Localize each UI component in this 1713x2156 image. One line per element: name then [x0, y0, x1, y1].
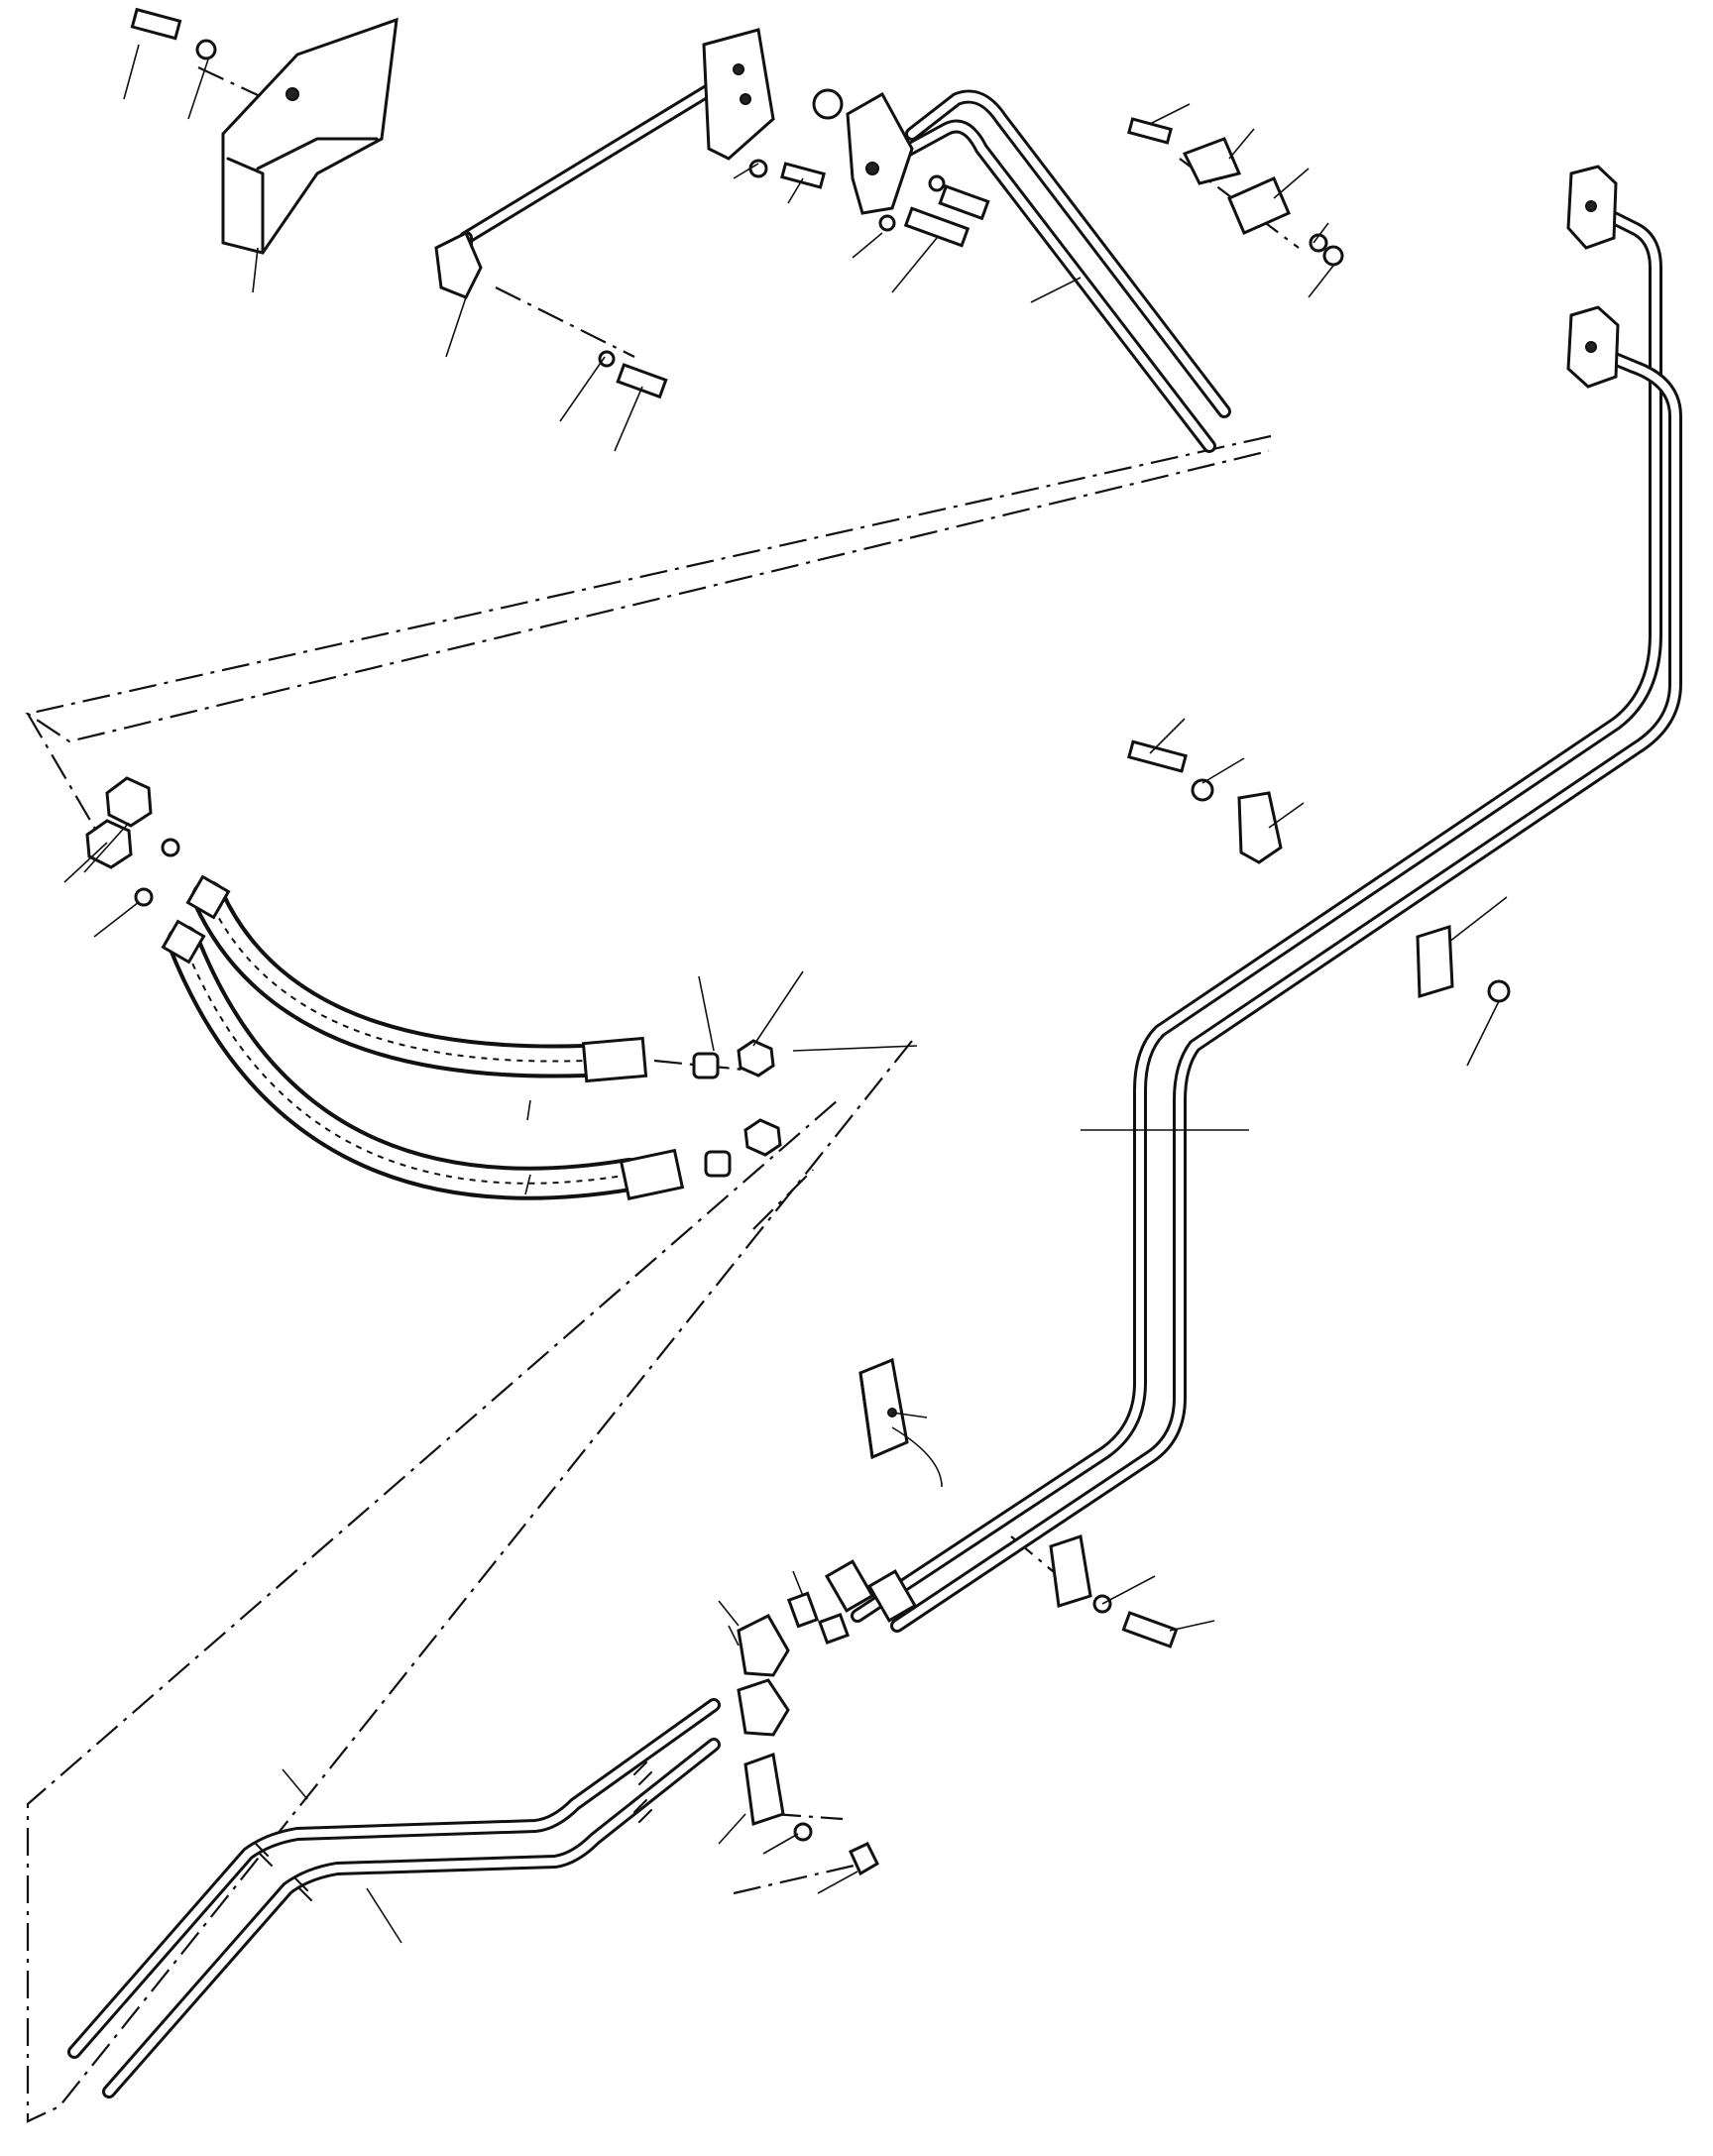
steel-pipe-assembly: [824, 165, 1682, 1633]
mounting-bracket: [130, 7, 399, 255]
lower-fittings: [737, 1534, 1179, 1876]
assembly-reference-lines: [25, 66, 1300, 2123]
upper-pipe-assembly: [434, 28, 1231, 453]
fasteners-top: [598, 117, 1344, 399]
pipe-clamp-middle: [1127, 739, 1511, 1003]
lower-pipe-assembly: [67, 1698, 721, 2099]
callout-leader-lines: [63, 44, 1508, 1944]
flexible-hose-assembly: [85, 776, 782, 1200]
rubber-block: [858, 1357, 909, 1460]
